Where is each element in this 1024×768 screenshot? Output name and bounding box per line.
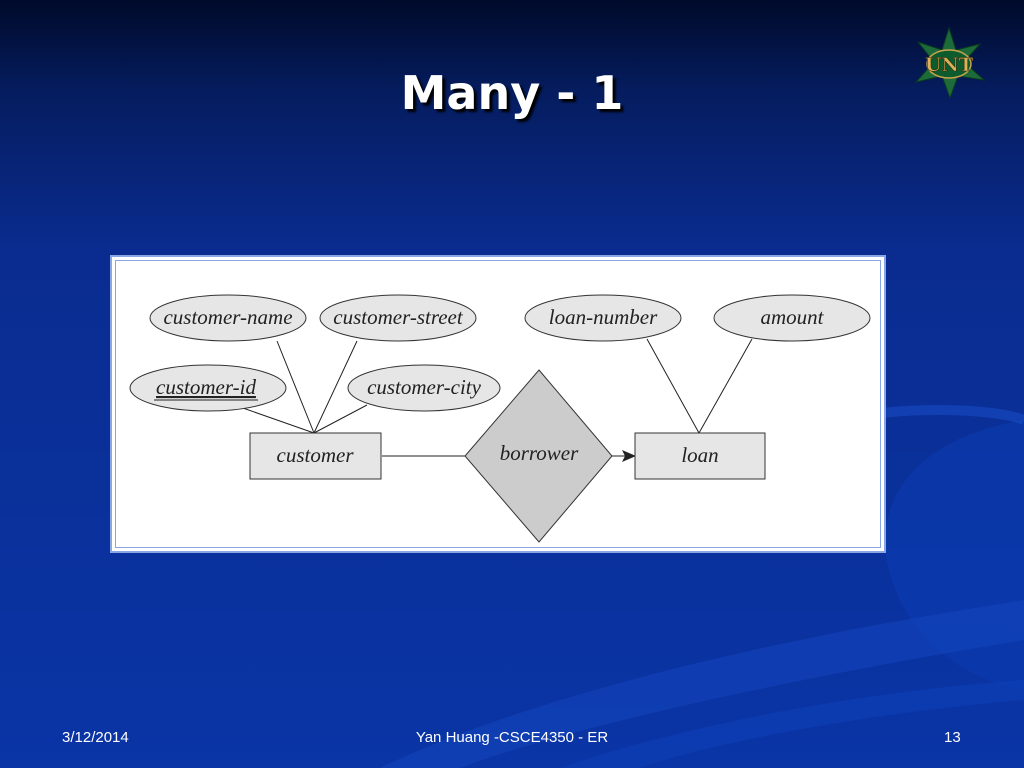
edge-customer-id: [239, 406, 315, 434]
attribute-loan-number-label: loan-number: [549, 305, 658, 329]
slide-title: Many - 1: [400, 66, 624, 120]
edge-customer-name: [276, 340, 315, 434]
entity-customer-label: customer: [277, 443, 355, 467]
attribute-customer-city-label: customer-city: [367, 375, 482, 399]
edge-customer-street: [313, 340, 358, 434]
entity-customer: [249, 432, 382, 480]
unt-logo: UNT: [914, 26, 986, 98]
attribute-amount: [713, 294, 871, 342]
arrowhead-icon: [622, 450, 636, 462]
edge-loan-number: [646, 338, 700, 434]
attribute-customer-street-label: customer-street: [333, 305, 464, 329]
entity-loan-label: loan: [681, 443, 718, 467]
footer-page-number: 13: [944, 729, 961, 746]
attribute-customer-street: [319, 294, 477, 342]
attribute-customer-city: [347, 364, 501, 412]
diagram-frame: customer-name customer-street customer-i…: [110, 255, 886, 553]
edge-customer-city: [313, 404, 368, 434]
footer-date: 3/12/2014: [62, 729, 129, 746]
er-diagram: customer-name customer-street customer-i…: [129, 294, 871, 543]
relationship-borrower-label: borrower: [500, 441, 579, 465]
attribute-loan-number: [524, 294, 682, 342]
attribute-customer-name: [149, 294, 307, 342]
footer-author: Yan Huang -CSCE4350 - ER: [415, 729, 609, 746]
edge-amount: [698, 338, 753, 434]
diagram-edges: [239, 338, 753, 457]
attribute-customer-id-label: customer-id: [156, 375, 256, 399]
unt-logo-text: UNT: [925, 54, 973, 76]
attribute-customer-name-label: customer-name: [163, 305, 292, 329]
entity-loan: [634, 432, 766, 480]
relationship-borrower: [464, 369, 613, 543]
attribute-amount-label: amount: [761, 305, 825, 329]
